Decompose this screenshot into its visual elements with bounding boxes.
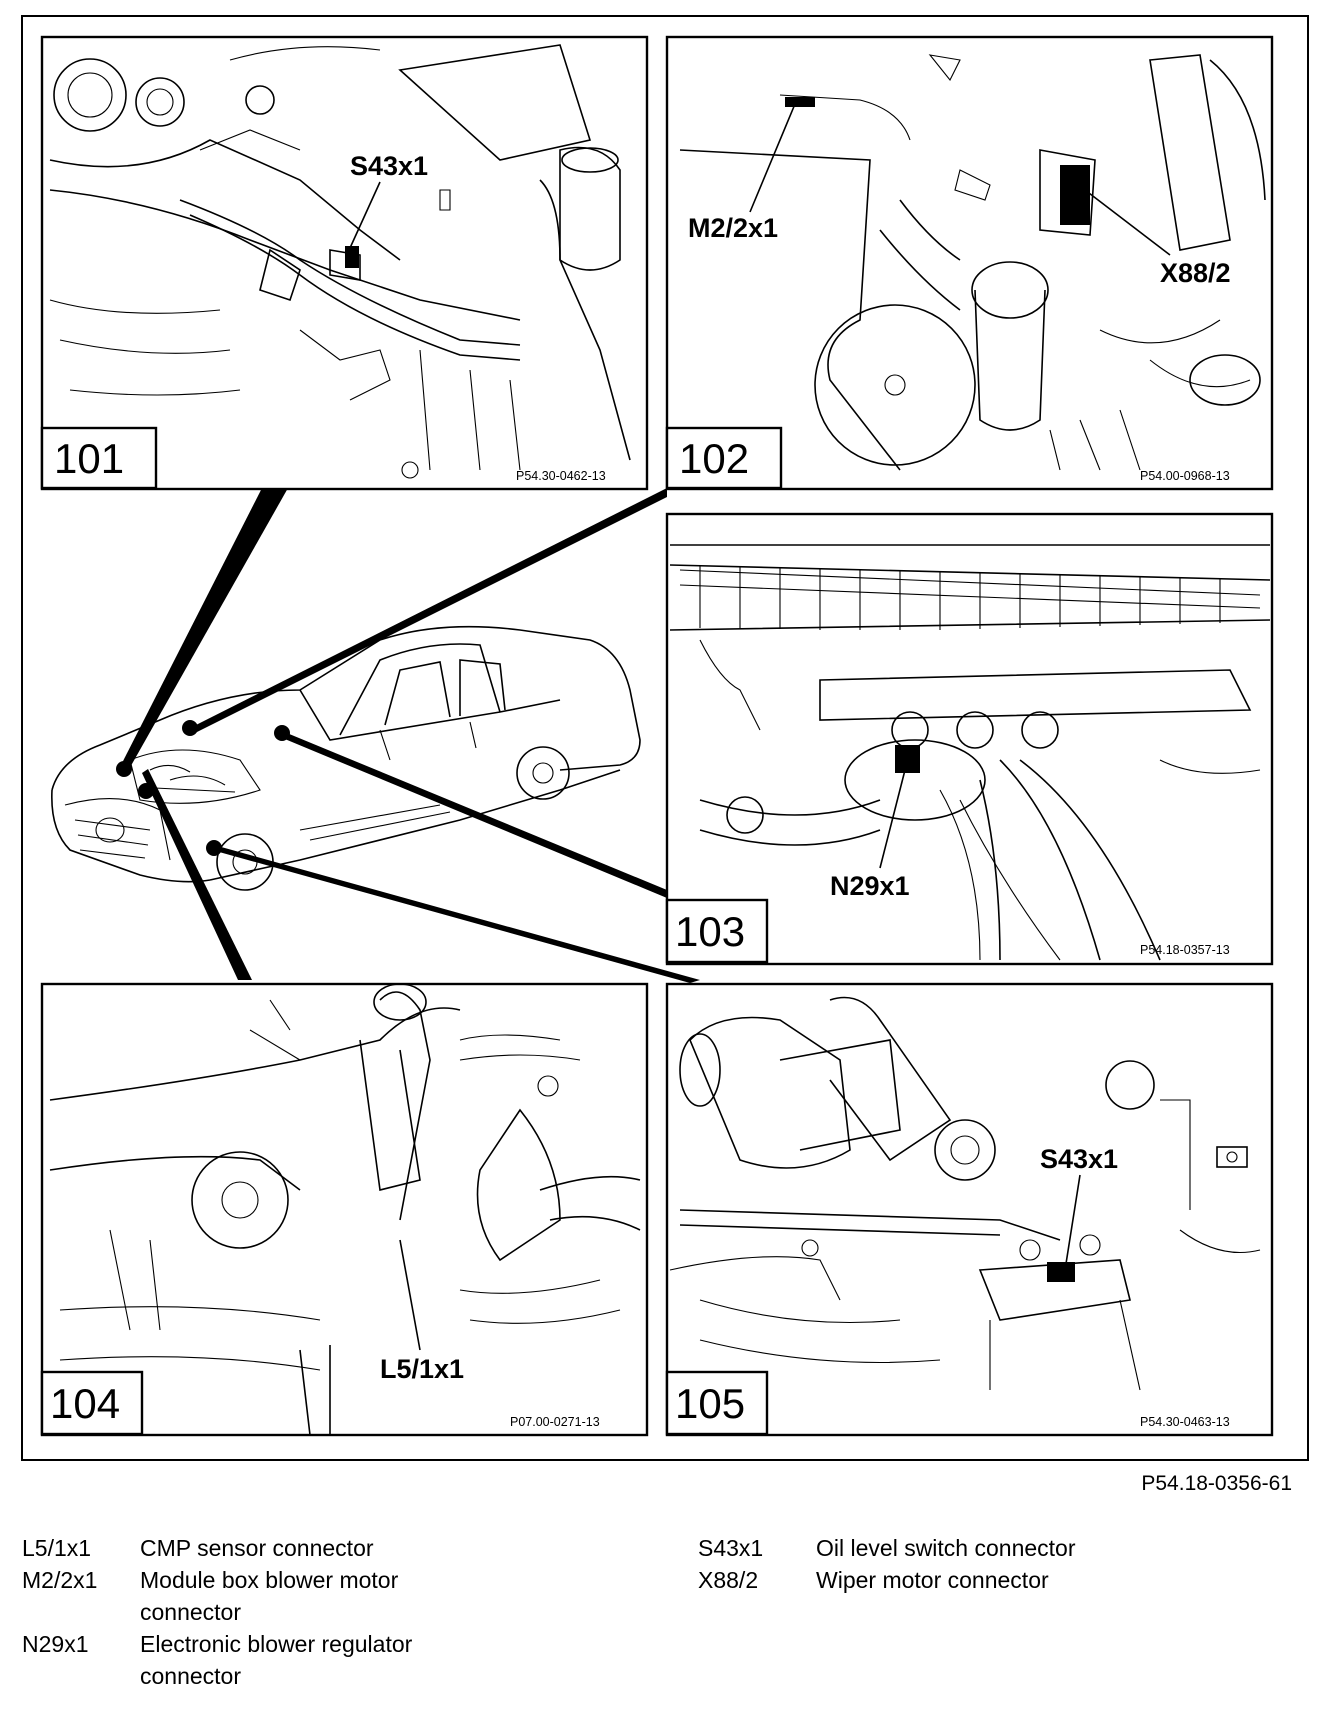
- legend-description: Module box blower motor connector: [140, 1567, 399, 1625]
- legend-code: S43x1: [698, 1535, 764, 1561]
- panel-101-callout-line: [349, 181, 381, 249]
- x88-2-connector-marker: [1060, 165, 1090, 225]
- panel-105-drawing: [669, 996, 1261, 1391]
- legend-right-column: S43x1 Oil level switch connector X88/2 W…: [698, 1532, 1258, 1596]
- m2-2x1-connector-marker: [785, 97, 815, 107]
- panel-102: 102 P54.00-0968-13 M2/2x1 X88/2: [665, 35, 1274, 491]
- figure-reference: P54.18-0356-61: [1141, 1472, 1292, 1495]
- panel-104-drawing: [49, 983, 641, 1436]
- panel-102-number: 102: [679, 435, 749, 482]
- panel-102-drawing: [679, 54, 1266, 471]
- panel-105-ref: P54.30-0463-13: [1140, 1415, 1230, 1429]
- legend-code: L5/1x1: [22, 1535, 92, 1561]
- panel-105-callout-line: [1064, 1174, 1081, 1271]
- panel-104-callout-line: [399, 1239, 421, 1351]
- n29x1-connector-marker: [895, 745, 920, 773]
- panel-104-label: L5/1x1: [380, 1354, 464, 1384]
- panel-102-ref: P54.00-0968-13: [1140, 469, 1230, 483]
- panel-103: 103 P54.18-0357-13 N29x1: [665, 512, 1274, 966]
- legend-item-l5: L5/1x1 CMP sensor connector: [22, 1532, 582, 1564]
- panel-102-callout-x88: [1084, 189, 1171, 256]
- panel-103-number: 103: [675, 908, 745, 955]
- leader-wedges: [120, 488, 700, 983]
- panel-103-callout-line: [879, 769, 906, 869]
- panel-105-number: 105: [675, 1380, 745, 1427]
- panel-103-label: N29x1: [830, 871, 910, 901]
- panel-105: 105 P54.30-0463-13 S43x1: [665, 982, 1274, 1437]
- legend-code: M2/2x1: [22, 1567, 98, 1593]
- panel-101: 101 P54.30-0462-13 S43x1: [40, 35, 649, 491]
- panel-103-ref: P54.18-0357-13: [1140, 943, 1230, 957]
- location-dots: [116, 720, 290, 856]
- s43x1-connector-marker-105: [1047, 1262, 1075, 1282]
- panel-103-drawing: [669, 544, 1271, 961]
- legend-description: Electronic blower regulator connector: [140, 1631, 413, 1689]
- panel-102-label-m2: M2/2x1: [688, 213, 778, 243]
- panel-105-label: S43x1: [1040, 1144, 1118, 1174]
- s43x1-connector-marker: [345, 246, 359, 268]
- panel-101-label: S43x1: [350, 151, 428, 181]
- panel-102-label-x88: X88/2: [1160, 258, 1231, 288]
- legend-item-s43: S43x1 Oil level switch connector: [698, 1532, 1258, 1564]
- panel-102-callout-m2: [749, 103, 796, 213]
- legend-description: Oil level switch connector: [816, 1535, 1076, 1561]
- panel-101-number: 101: [54, 435, 124, 482]
- panel-104-ref: P07.00-0271-13: [510, 1415, 600, 1429]
- legend-left-column: L5/1x1 CMP sensor connector M2/2x1 Modul…: [22, 1532, 582, 1692]
- connector-location-diagram: 101 P54.30-0462-13 S43x1 102 P54.00-096: [21, 15, 1309, 1461]
- legend-description: CMP sensor connector: [140, 1535, 374, 1561]
- legend-code: N29x1: [22, 1631, 89, 1657]
- legend-item-n29: N29x1 Electronic blower regulator connec…: [22, 1628, 582, 1692]
- panel-104-number: 104: [50, 1380, 120, 1427]
- panel-104: 104 P07.00-0271-13 L5/1x1: [40, 982, 649, 1437]
- legend-description: Wiper motor connector: [816, 1567, 1049, 1593]
- legend-code: X88/2: [698, 1567, 759, 1593]
- legend-item-m2: M2/2x1 Module box blower motor connector: [22, 1564, 582, 1628]
- car-illustration: [51, 625, 641, 891]
- panel-101-drawing: [49, 44, 631, 479]
- legend-item-x88: X88/2 Wiper motor connector: [698, 1564, 1258, 1596]
- panel-101-ref: P54.30-0462-13: [516, 469, 606, 483]
